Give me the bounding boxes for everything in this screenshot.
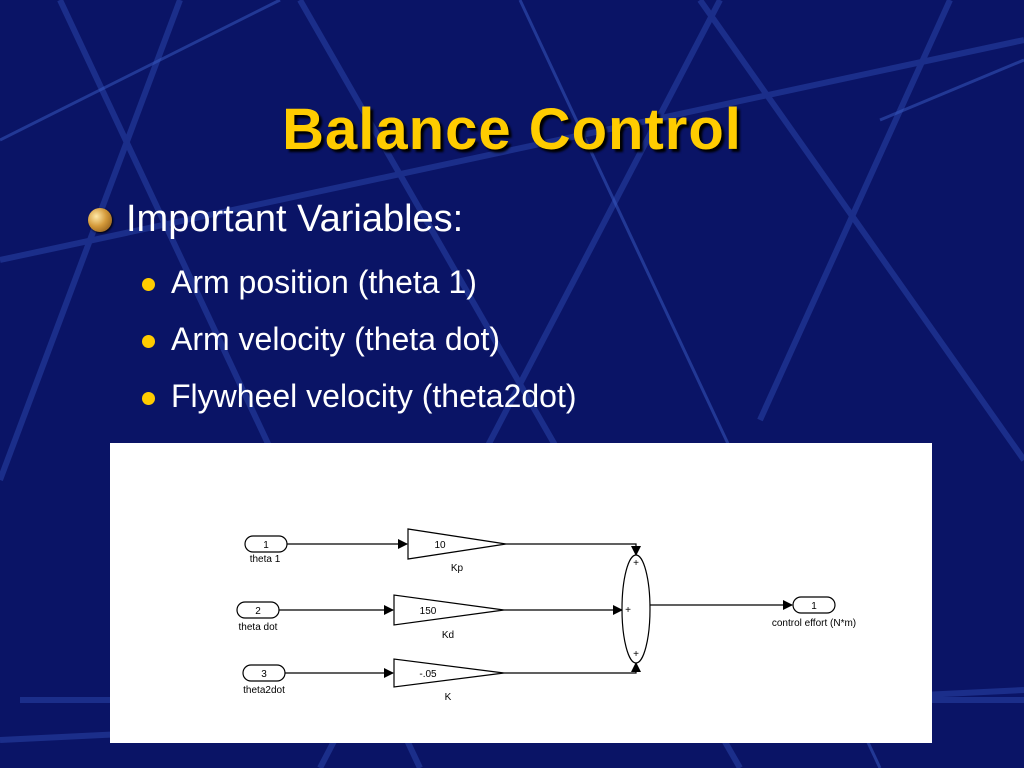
input-port-theta1: 1 theta 1 xyxy=(244,535,288,565)
gain-label: Kd xyxy=(442,630,454,641)
simulink-diagram: 1 theta 1 2 theta dot 3 theta2dot 10 Kp … xyxy=(110,443,932,743)
input-port-label: theta2dot xyxy=(243,685,285,696)
gain-label: Kp xyxy=(451,563,464,574)
sub-bullet: Arm position (theta 1) xyxy=(142,264,477,301)
sub-bullet-text: Arm velocity (theta dot) xyxy=(171,321,500,357)
bullet-ball-icon xyxy=(88,207,112,232)
input-port-theta2dot: 3 theta2dot xyxy=(242,664,286,696)
main-bullet-text: Important Variables: xyxy=(126,198,464,240)
input-port-label: theta 1 xyxy=(250,554,281,565)
gain-block-k: -.05 K xyxy=(393,658,505,703)
gain-block-kp: 10 Kp xyxy=(407,528,507,574)
gain-value: 150 xyxy=(420,606,437,617)
gain-value: -.05 xyxy=(419,669,437,680)
bullet-dot-icon xyxy=(142,335,155,348)
output-port-control-effort: 1 control effort (N*m) xyxy=(772,596,856,629)
sub-bullet: Flywheel velocity (theta2dot) xyxy=(142,378,577,415)
gain-label: K xyxy=(445,692,452,703)
sub-bullet-text: Arm position (theta 1) xyxy=(171,264,477,300)
output-port-number: 1 xyxy=(811,601,817,612)
bullet-dot-icon xyxy=(142,278,155,291)
sum-block: + + + xyxy=(621,554,651,664)
input-port-number: 1 xyxy=(263,540,269,551)
gain-value: 10 xyxy=(434,540,446,551)
sum-sign: + xyxy=(625,605,631,616)
sum-sign: + xyxy=(633,649,639,660)
slide-title: Balance Control xyxy=(282,97,742,162)
sum-sign: + xyxy=(633,558,639,569)
input-port-number: 2 xyxy=(255,606,261,617)
input-port-label: theta dot xyxy=(239,622,278,633)
input-port-number: 3 xyxy=(261,669,267,680)
input-port-thetadot: 2 theta dot xyxy=(236,601,280,633)
sub-bullet-text: Flywheel velocity (theta2dot) xyxy=(171,378,577,414)
main-bullet: Important Variables: xyxy=(88,198,463,241)
bullet-dot-icon xyxy=(142,392,155,405)
gain-block-kd: 150 Kd xyxy=(393,594,505,641)
output-port-label: control effort (N*m) xyxy=(772,618,856,629)
sub-bullet: Arm velocity (theta dot) xyxy=(142,321,500,358)
